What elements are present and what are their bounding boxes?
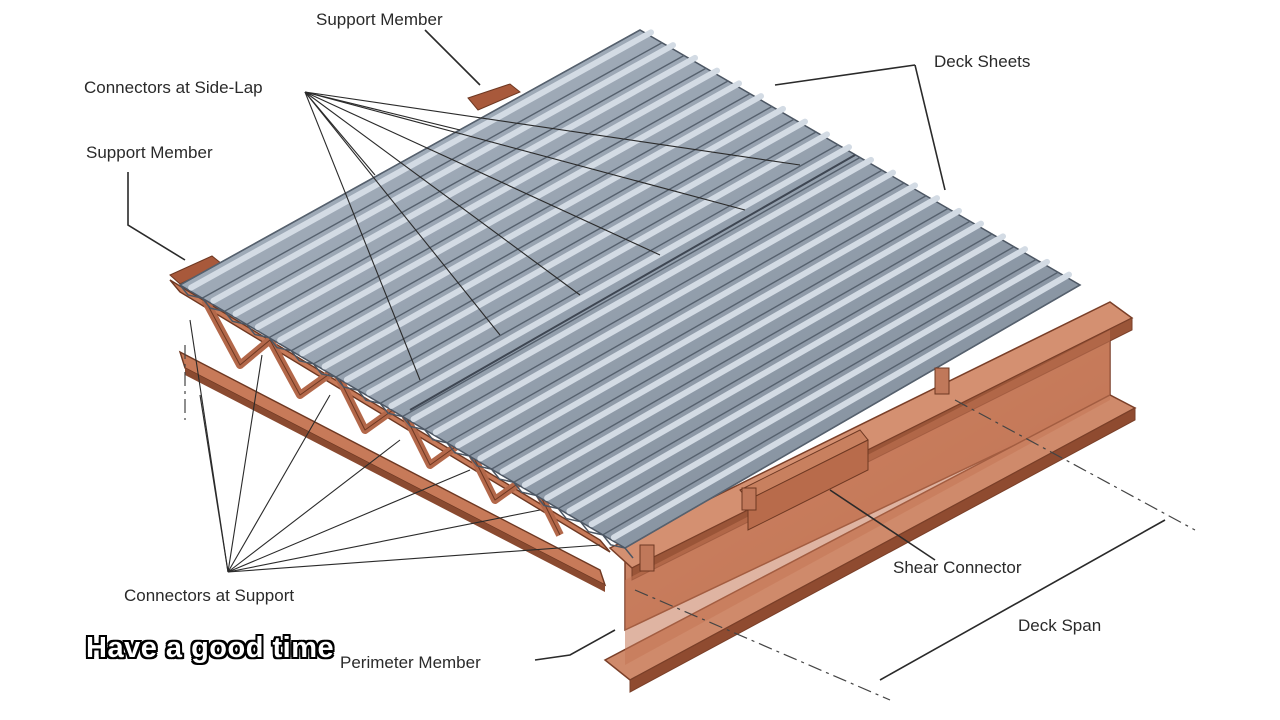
deck-rib-highlight [499,207,962,475]
deck-rib-highlight [544,233,1006,501]
deck-rib-line [357,131,817,391]
deck-rib-line [335,118,795,378]
video-caption: Have a good time [86,632,335,664]
deck-rib-line [401,156,861,418]
shear-connector [639,367,950,572]
deck-rib-highlight [588,258,1050,528]
perimeter-beam [603,301,1137,693]
deck-rib-highlight [410,156,874,423]
deck-rib-line [268,80,729,339]
deck-sheets [178,29,1082,559]
deck-rib-highlight [477,195,940,462]
deck-rib-highlight [254,67,720,331]
label-support-member-top: Support Member [316,10,443,29]
deck-rib-highlight [610,271,1072,541]
deck-rib-highlight [188,29,654,291]
center-lines [184,345,1196,701]
deck-rib-line [424,169,883,431]
label-connectors-at-support: Connectors at Support [124,586,294,605]
label-deck-sheets: Deck Sheets [934,52,1030,71]
deck-rib-highlight [321,105,786,370]
deck-rib-line [379,144,839,405]
label-shear-connector: Shear Connector [893,558,1022,577]
deck-rib-highlight [366,131,830,396]
leader-lines [127,29,1166,681]
label-deck-span: Deck Span [1018,616,1101,635]
deck-rib-line [446,182,905,444]
deck-rib-line [624,284,1081,549]
label-perimeter-member: Perimeter Member [340,653,481,672]
deck-rib-highlight [299,93,764,357]
deck-rib-highlight [210,42,676,304]
deck-rib-line [201,42,663,299]
deck-rib-line [602,271,1059,536]
deck-rib-line [468,195,927,457]
deck-rib-highlight [388,144,852,409]
deck-rib-line [490,207,949,470]
deck-rib-line [535,233,993,497]
deck-rib-line [557,246,1015,510]
deck-rib-line [246,67,707,326]
deck-rib-line [179,29,641,286]
deck-rib-highlight [432,169,896,436]
deck-rib-line [579,258,1037,523]
label-connectors-side-lap: Connectors at Side-Lap [84,78,263,97]
deck-rib-line [223,54,685,312]
deck-rib-highlight [277,80,742,344]
deck-rib-highlight [232,54,698,317]
deck-rib-highlight [521,220,984,488]
deck-rib-highlight [455,182,918,449]
deck-rib-line [513,220,971,483]
deck-rib-line [290,93,751,352]
label-support-member-left: Support Member [86,143,213,162]
labels: Support Member Connectors at Side-Lap Su… [84,10,1101,672]
deck-rib-highlight [566,246,1028,515]
deck-rib-highlight [343,118,808,383]
